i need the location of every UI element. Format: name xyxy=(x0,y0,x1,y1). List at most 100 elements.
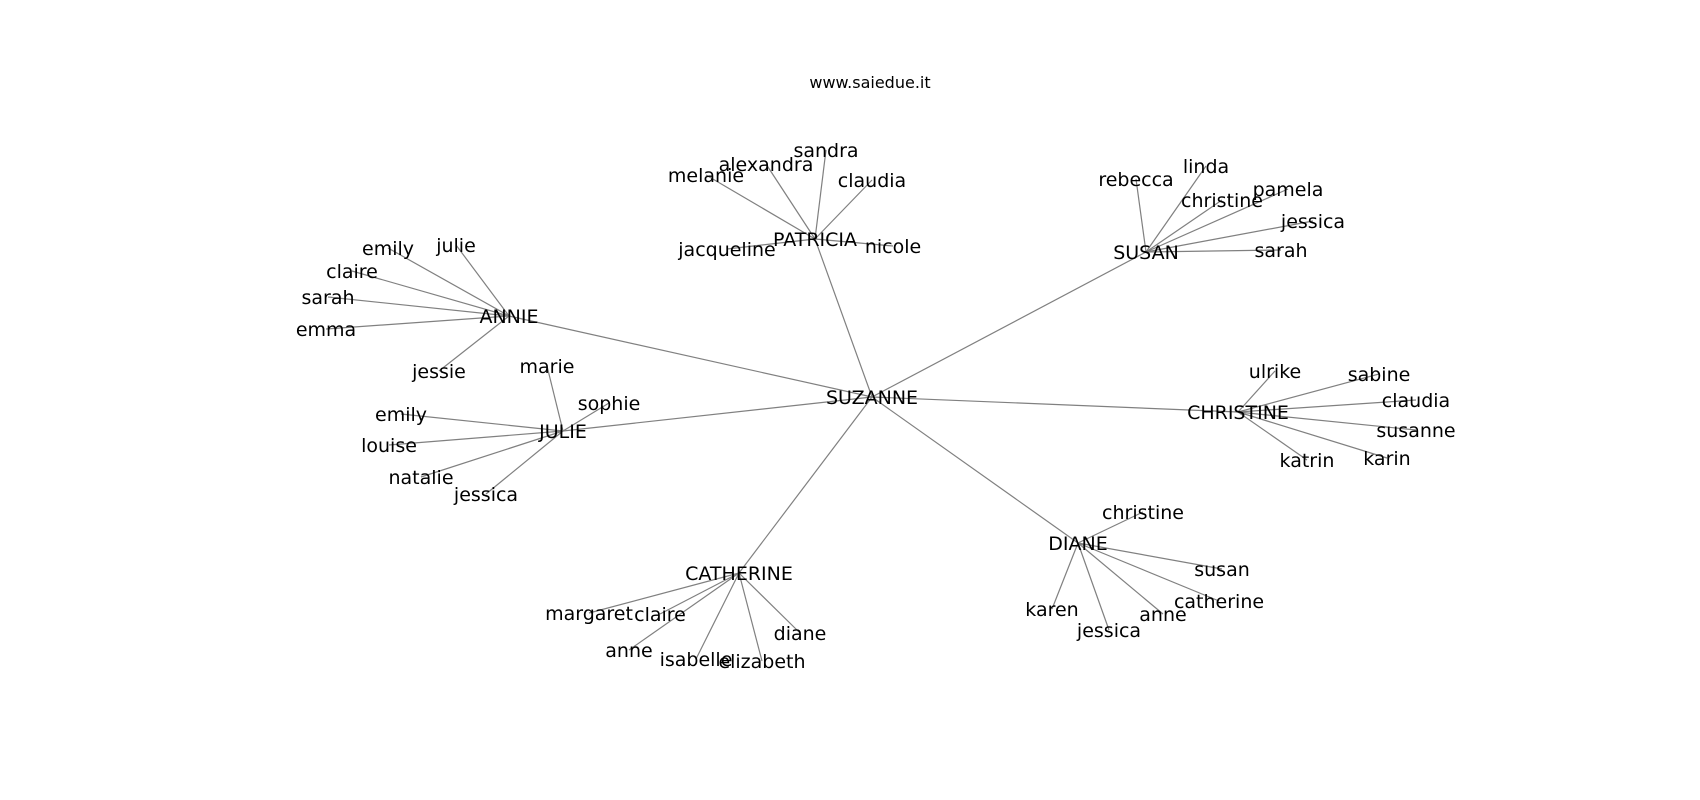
leaf-node-label: christine xyxy=(1102,502,1184,524)
leaf-node-label: claire xyxy=(326,261,378,283)
edge-patricia-claudia xyxy=(814,179,873,240)
edge-christine-sabine xyxy=(1237,373,1380,413)
edge-root-catherine xyxy=(738,396,873,574)
edge-annie-sarah xyxy=(327,296,510,317)
hub-node-label: ANNIE xyxy=(479,306,538,328)
hub-node-label: CATHERINE xyxy=(685,563,793,585)
leaf-node-label: rebecca xyxy=(1098,169,1173,191)
edge-catherine-isabelle xyxy=(695,572,740,660)
edge-julie-sophie xyxy=(562,402,610,432)
leaf-node-label: natalie xyxy=(388,467,453,489)
edge-catherine-margaret xyxy=(588,572,740,614)
hub-node-label: JULIE xyxy=(538,421,587,443)
edge-root-christine xyxy=(871,396,1239,413)
edge-catherine-diane xyxy=(738,572,801,634)
edge-christine-ulrike xyxy=(1237,370,1276,413)
edge-julie-marie xyxy=(546,365,564,432)
edge-catherine-anne xyxy=(628,572,740,651)
leaf-node-label: jacqueline xyxy=(677,239,775,261)
hub-node-label: CHRISTINE xyxy=(1187,402,1289,424)
leaf-node-label: karin xyxy=(1363,448,1410,470)
edge-annie-julie xyxy=(455,244,510,317)
edge-annie-jessie xyxy=(438,315,510,372)
leaf-node-label: catherine xyxy=(1174,591,1264,613)
leaf-node-label: susan xyxy=(1194,559,1250,581)
leaf-node-label: jessie xyxy=(411,361,466,383)
edge-christine-susanne xyxy=(1237,411,1417,431)
edge-julie-emily xyxy=(400,413,564,432)
edge-root-susan xyxy=(871,251,1147,398)
hub-node-label: PATRICIA xyxy=(773,229,857,251)
leaf-node-label: ulrike xyxy=(1249,361,1301,383)
leaf-node-label: karen xyxy=(1025,599,1078,621)
edge-root-annie xyxy=(508,315,873,398)
edge-susan-jessica xyxy=(1145,220,1314,253)
leaf-node-label: sabine xyxy=(1348,364,1411,386)
leaf-node-label: jessica xyxy=(1280,211,1345,233)
edge-annie-claire xyxy=(351,270,510,317)
leaf-node-label: susanne xyxy=(1376,420,1455,442)
edge-diane-catherine xyxy=(1077,542,1220,602)
leaf-node-label: christine xyxy=(1181,190,1263,212)
leaf-node-label: sophie xyxy=(578,393,641,415)
leaf-node-label: pamela xyxy=(1253,179,1324,201)
edge-susan-linda xyxy=(1145,165,1207,253)
hub-node-label: SUSAN xyxy=(1113,242,1179,264)
leaf-node-label: isabelle xyxy=(660,649,733,671)
edge-diane-susan xyxy=(1077,542,1223,570)
leaf-node-label: diane xyxy=(774,623,827,645)
edge-susan-christine xyxy=(1145,199,1223,253)
leaf-node-label: emma xyxy=(296,319,356,341)
edge-christine-karin xyxy=(1237,411,1388,459)
edge-diane-jessica xyxy=(1077,542,1110,631)
leaf-node-label: emily xyxy=(362,238,414,260)
edge-annie-emma xyxy=(325,315,510,330)
leaf-node-label: katrin xyxy=(1280,450,1335,472)
edges xyxy=(325,149,1417,662)
edge-catherine-claire xyxy=(659,572,740,615)
edge-christine-katrin xyxy=(1237,411,1308,461)
root-node-label: SUZANNE xyxy=(826,387,918,409)
edge-root-julie xyxy=(562,396,873,432)
edge-christine-claudia xyxy=(1237,399,1417,413)
edge-root-patricia xyxy=(814,238,873,398)
leaf-node-label: sarah xyxy=(1254,240,1307,262)
leaf-node-label: sandra xyxy=(793,140,858,162)
leaf-node-label: melanie xyxy=(668,165,744,187)
leaf-node-label: margaret xyxy=(545,603,633,625)
leaf-node-label: julie xyxy=(435,235,476,257)
leaf-node-label: jessica xyxy=(1076,620,1141,642)
edge-patricia-alexandra xyxy=(765,163,816,240)
edge-patricia-jacqueline xyxy=(726,238,816,250)
edge-patricia-melanie xyxy=(705,174,816,240)
leaf-node-label: anne xyxy=(605,640,652,662)
edge-annie-emily xyxy=(387,247,510,317)
leaf-node-label: elizabeth xyxy=(718,651,805,673)
leaf-node-label: marie xyxy=(520,356,575,378)
leaf-node-label: emily xyxy=(375,404,427,426)
leaf-node-label: sarah xyxy=(301,287,354,309)
leaf-node-label: linda xyxy=(1183,156,1229,178)
leaf-node-label: jessica xyxy=(453,484,518,506)
edge-julie-jessica xyxy=(485,430,564,495)
edge-julie-louise xyxy=(388,430,564,446)
hub-node-label: DIANE xyxy=(1048,533,1107,555)
edge-julie-natalie xyxy=(420,430,564,478)
edge-catherine-elizabeth xyxy=(738,572,763,662)
leaf-node-label: claudia xyxy=(838,170,906,192)
leaf-node-label: anne xyxy=(1139,604,1186,626)
leaf-node-label: claire xyxy=(634,604,686,626)
edge-patricia-sandra xyxy=(814,149,827,240)
edge-diane-christine xyxy=(1077,511,1144,544)
leaf-node-label: nicole xyxy=(865,236,921,258)
edge-diane-anne xyxy=(1077,542,1164,615)
edge-susan-rebecca xyxy=(1135,178,1147,253)
edge-susan-sarah xyxy=(1145,249,1282,253)
watermark-text: www.saiedue.it xyxy=(809,73,930,92)
edge-diane-karen xyxy=(1051,542,1079,610)
leaf-node-label: claudia xyxy=(1382,390,1450,412)
edge-susan-pamela xyxy=(1145,188,1289,253)
leaf-node-label: louise xyxy=(361,435,417,457)
